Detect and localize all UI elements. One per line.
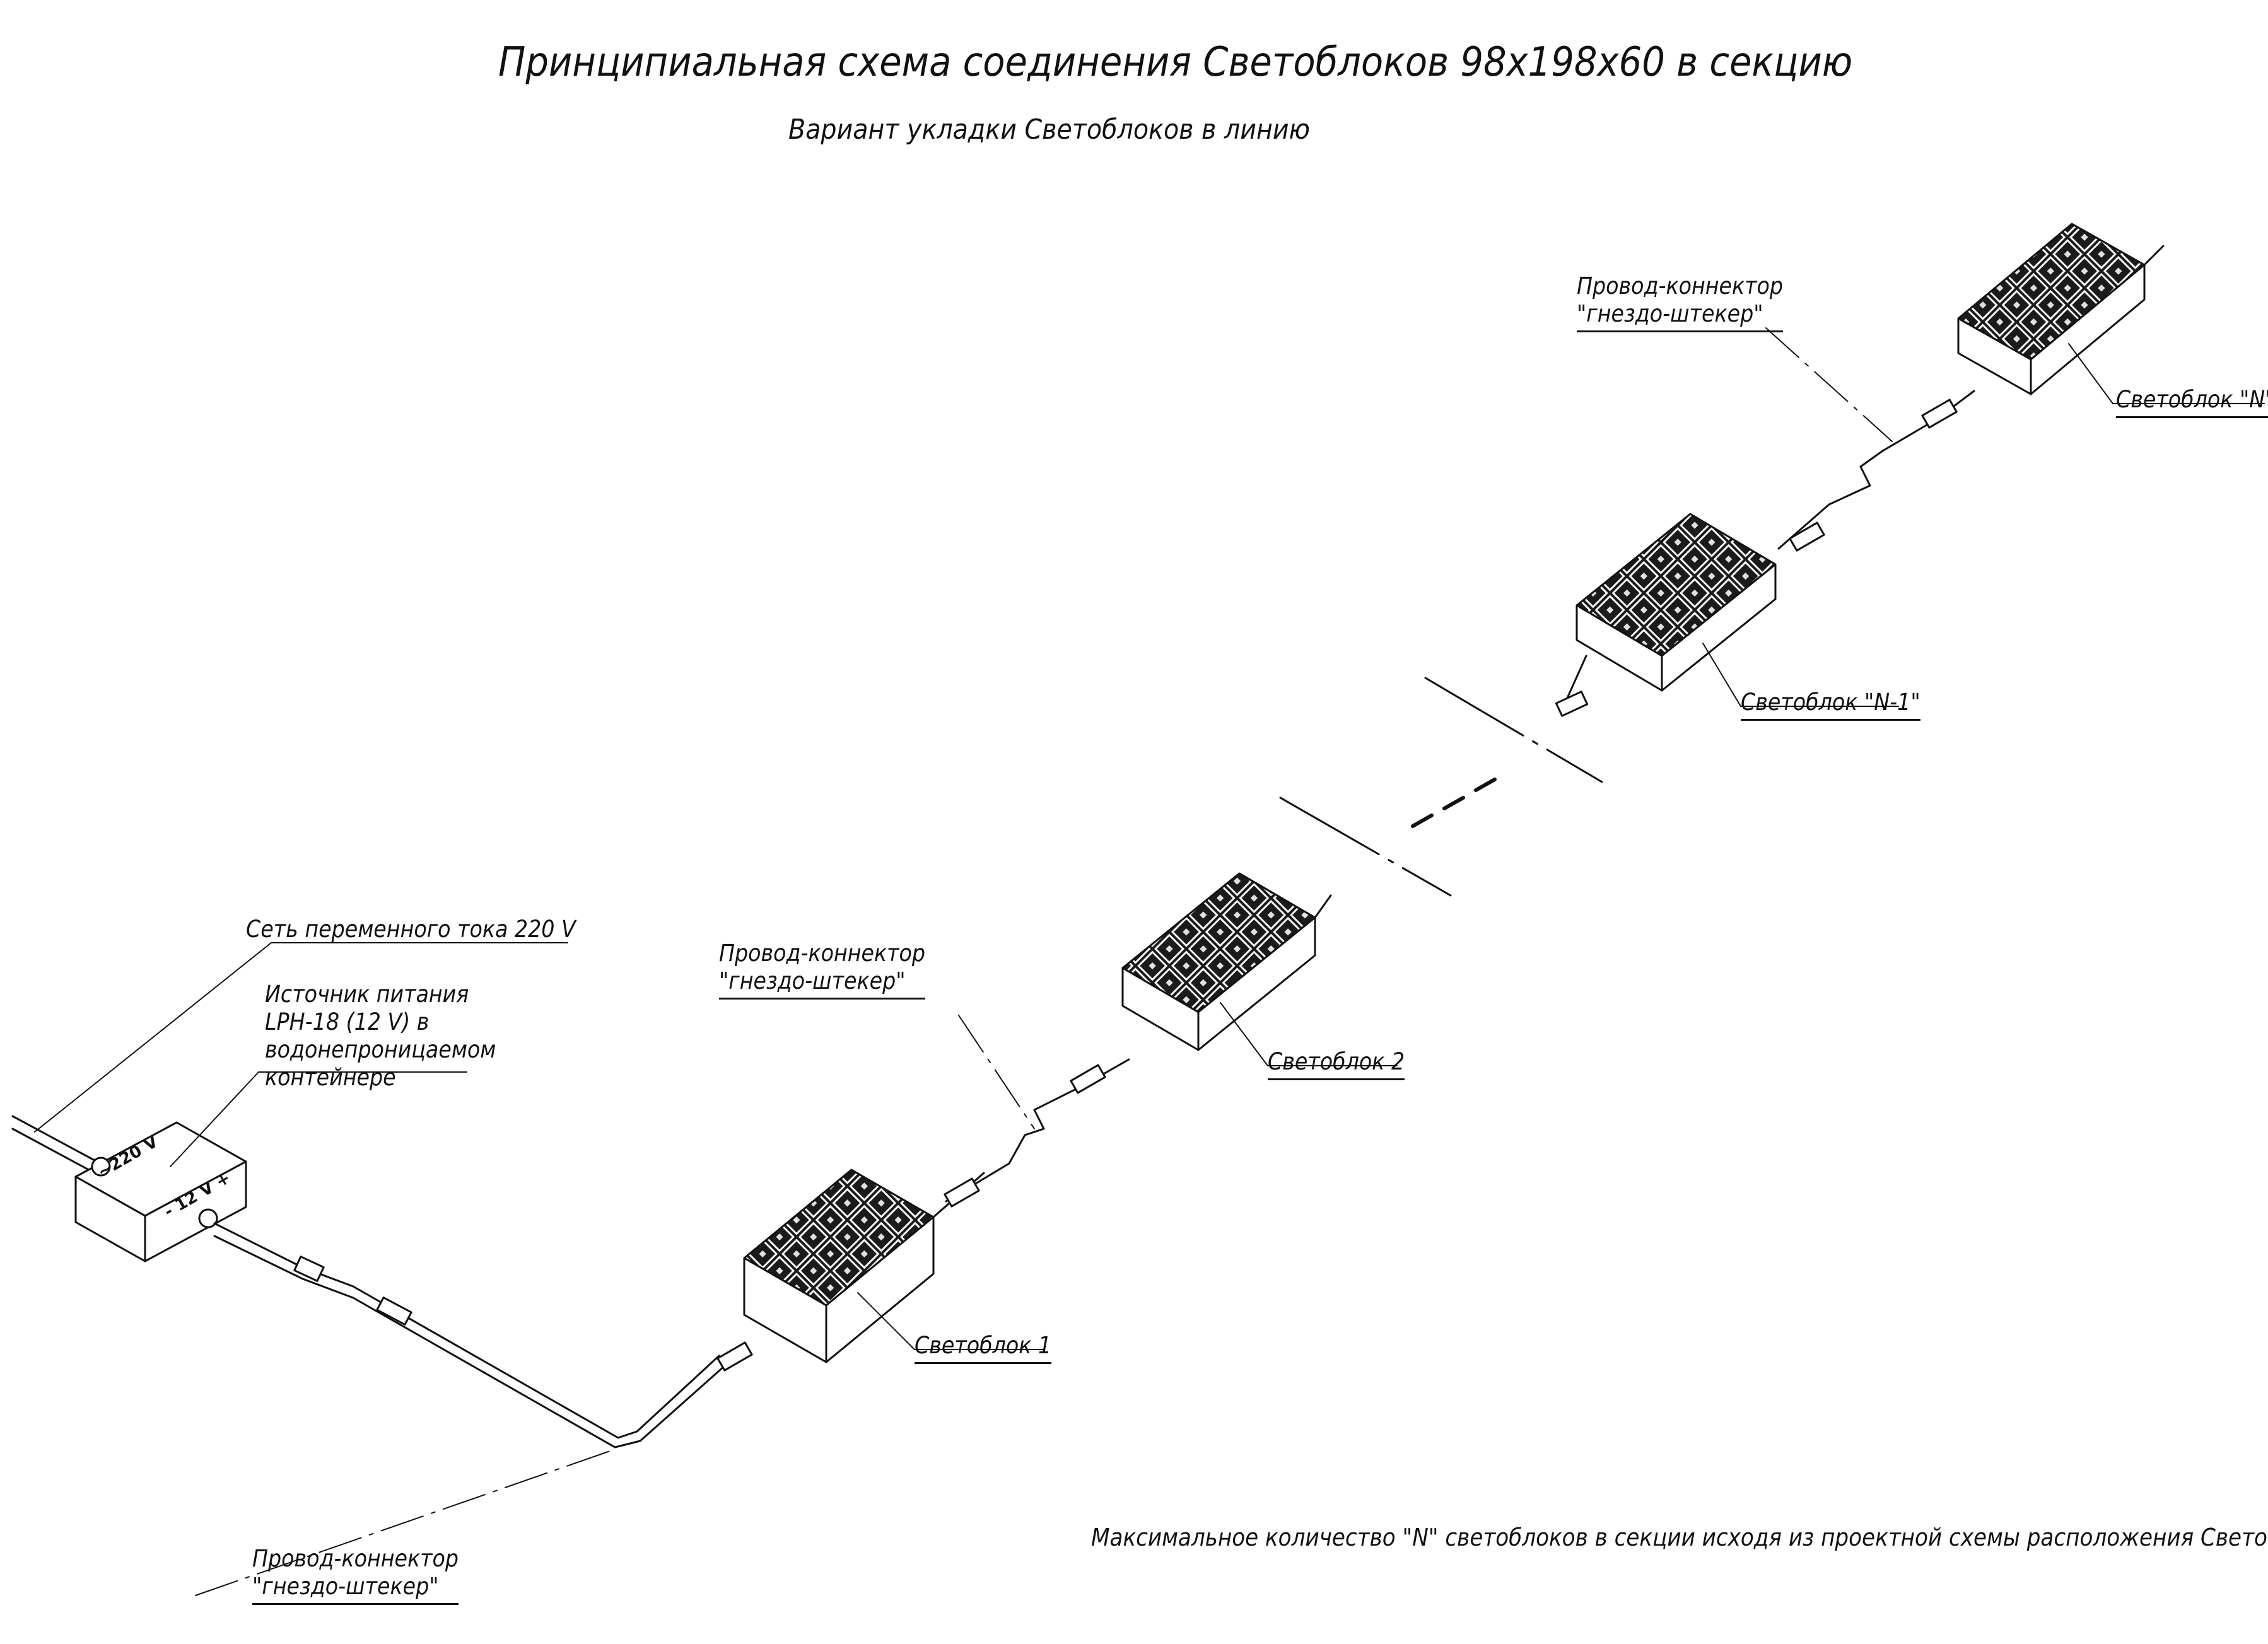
label-block-n: Светоблок "N" — [2116, 386, 2268, 418]
label-cable-bottom: Провод-коннектор "гнездо-штекер" — [252, 1545, 459, 1605]
break-marks — [1279, 677, 1603, 897]
label-power-supply: Источник питания LPH-18 (12 V) в водонеп… — [265, 981, 496, 1091]
label-mains: Сеть переменного тока 220 V — [246, 916, 576, 943]
light-block-1 — [743, 1169, 1044, 1363]
output-cable — [213, 1222, 753, 1449]
mains-cable — [11, 942, 568, 1174]
leader-lines — [195, 327, 1893, 1596]
light-block-n-1 — [1555, 513, 1899, 717]
diagram-subtitle: Вариант укладки Светоблоков в линию — [788, 114, 1310, 146]
cable-1-2 — [944, 1058, 1130, 1208]
cable-n1-n — [1777, 390, 1975, 552]
light-block-2 — [1121, 872, 1398, 1066]
light-block-n — [1957, 223, 2265, 404]
label-cable-top: Провод-коннектор "гнездо-штекер" — [1577, 272, 1784, 332]
power-supply-box — [74, 1071, 467, 1262]
label-cable-middle: Провод-коннектор "гнездо-штекер" — [719, 940, 926, 1000]
diagram-title: Принципиальная схема соединения Светобло… — [498, 39, 1853, 86]
footnote: Максимальное количество "N" светоблоков … — [1091, 1524, 2268, 1551]
label-block-n-1: Светоблок "N-1" — [1741, 689, 1920, 721]
label-block-2: Светоблок 2 — [1268, 1048, 1405, 1080]
label-block-1: Светоблок 1 — [915, 1332, 1052, 1364]
